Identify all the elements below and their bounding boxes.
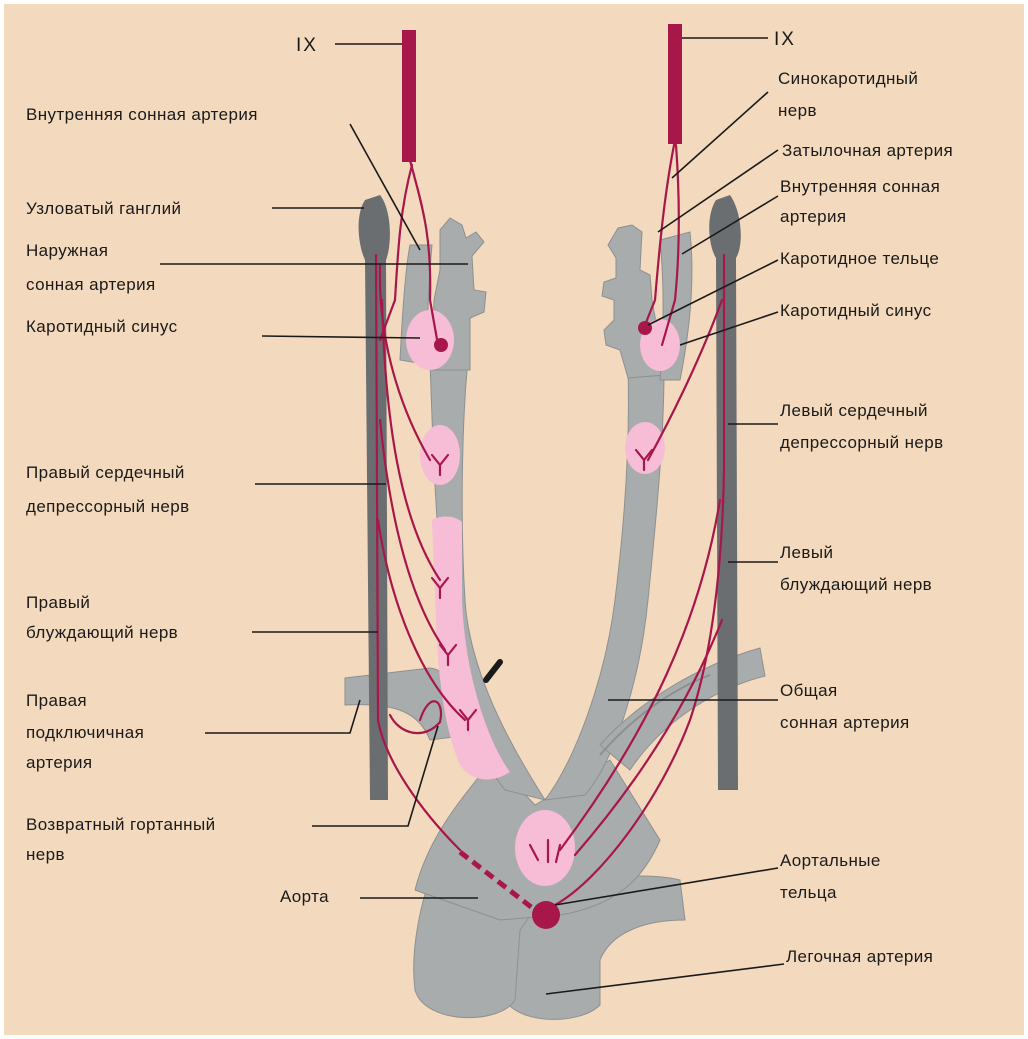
label-right-subclavian-line2: подключичная bbox=[26, 723, 144, 742]
label-right-vagus-line1: Правый bbox=[26, 593, 90, 612]
label-carotid-body: Каротидное тельце bbox=[780, 249, 939, 268]
aortic-arch-zone bbox=[515, 810, 575, 886]
label-aortic-bodies-line1: Аортальные bbox=[780, 851, 881, 870]
label-right-subclavian-line3: артерия bbox=[26, 753, 93, 772]
label-aortic-bodies-line2: тельца bbox=[780, 883, 837, 902]
label-recurrent-laryngeal-line2: нерв bbox=[26, 845, 65, 864]
label-occipital-artery: Затылочная артерия bbox=[782, 141, 953, 160]
left-carotid-body bbox=[638, 321, 652, 335]
label-carotid-sinus-left: Каротидный синус bbox=[26, 317, 178, 336]
right-carotid-body bbox=[434, 338, 448, 352]
label-left-vagus-line2: блуждающий нерв bbox=[780, 575, 932, 594]
label-internal-carotid-left: Внутренняя сонная артерия bbox=[26, 105, 258, 124]
label-right-depressor-line1: Правый сердечный bbox=[26, 463, 185, 482]
label-left-depressor-line2: депрессорный нерв bbox=[780, 433, 944, 452]
label-left-depressor-line1: Левый сердечный bbox=[780, 401, 928, 420]
label-sinocarotid-line2: нерв bbox=[778, 101, 817, 120]
label-carotid-sinus-right: Каротидный синус bbox=[780, 301, 932, 320]
label-ix-left: IX bbox=[296, 35, 318, 56]
right-carotid-sinus-zone bbox=[406, 310, 454, 370]
label-external-carotid-line1: Наружная bbox=[26, 241, 108, 260]
label-pulmonary-artery: Легочная артерия bbox=[786, 947, 933, 966]
label-ix-right: IX bbox=[774, 29, 796, 50]
label-left-vagus-line1: Левый bbox=[780, 543, 833, 562]
label-recurrent-laryngeal-line1: Возвратный гортанный bbox=[26, 815, 215, 834]
label-nodose-ganglion: Узловатый ганглий bbox=[26, 199, 181, 218]
label-right-vagus-line2: блуждающий нерв bbox=[26, 623, 178, 642]
label-right-depressor-line2: депрессорный нерв bbox=[26, 497, 190, 516]
glossopharyngeal-right bbox=[668, 24, 682, 144]
label-internal-carotid-right-line1: Внутренняя сонная bbox=[780, 177, 940, 196]
label-external-carotid-line2: сонная артерия bbox=[26, 275, 156, 294]
label-common-carotid-line1: Общая bbox=[780, 681, 838, 700]
label-common-carotid-line2: сонная артерия bbox=[780, 713, 910, 732]
label-sinocarotid-line1: Синокаротидный bbox=[778, 69, 918, 88]
label-aorta: Аорта bbox=[280, 887, 329, 906]
label-internal-carotid-right-line2: артерия bbox=[780, 207, 847, 226]
label-right-subclavian-line1: Правая bbox=[26, 691, 87, 710]
glossopharyngeal-left bbox=[402, 30, 416, 162]
